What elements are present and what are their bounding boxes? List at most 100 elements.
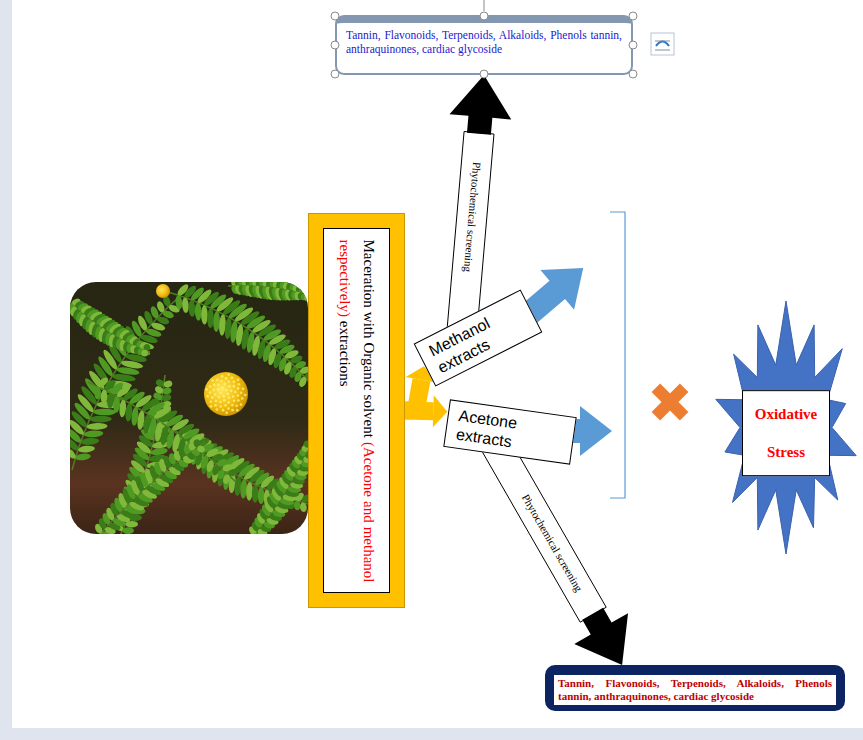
fern-leaflets xyxy=(230,282,308,302)
fern-leaflet xyxy=(134,475,145,492)
fern-leaflet xyxy=(152,391,164,402)
fern-leaflet xyxy=(300,444,308,453)
fern-leaflet xyxy=(277,288,287,302)
fern-leaflet xyxy=(228,473,237,494)
fern-leaflets xyxy=(94,439,206,534)
fern-leaflet xyxy=(140,397,160,414)
fern-leaflet xyxy=(188,442,196,451)
fern-leaflet xyxy=(193,439,201,448)
fern-leaflet xyxy=(293,371,303,383)
fern-leaflet xyxy=(163,380,173,389)
fern-leaflet xyxy=(275,494,282,508)
fern-leaflet xyxy=(135,340,155,351)
fern-leaflet xyxy=(175,435,185,449)
fern-leaflet xyxy=(146,400,166,417)
flower-texture xyxy=(219,405,222,408)
fern-leaflet xyxy=(112,373,136,383)
box-text: Tannin, Flavonoids, Terpenoids, Alkaloid… xyxy=(346,28,622,56)
fern-leaflet xyxy=(122,527,134,534)
fern-leaflet xyxy=(70,445,78,460)
starburst-box: Oxidative Stress xyxy=(712,300,860,555)
fern-leaflet xyxy=(301,286,308,295)
fern-leaflet xyxy=(233,305,255,323)
fern-leaflet xyxy=(218,314,226,336)
fern-leaflet xyxy=(272,483,285,498)
fern-leaflet xyxy=(194,436,211,449)
fern-leaflet xyxy=(294,473,306,481)
fern-leaflet xyxy=(136,494,153,502)
fern-leaflet xyxy=(254,282,266,287)
fern-leaflet xyxy=(269,513,283,522)
fern-leaflet xyxy=(89,310,104,322)
fern-leaflet xyxy=(72,401,92,422)
fern-leaflet xyxy=(226,456,246,473)
fern-leaflet xyxy=(251,335,262,356)
fern-leaflet xyxy=(291,290,299,300)
fern-leaflet xyxy=(94,387,101,400)
fern-leaflet xyxy=(94,523,104,534)
inner-panel: Oxidative Stress xyxy=(742,390,830,476)
fern-leaflet xyxy=(143,415,158,429)
fern-leaflet xyxy=(217,469,226,480)
fern-leaflet xyxy=(182,426,201,441)
fern-leaflet xyxy=(128,390,147,406)
fern-leaflet xyxy=(272,352,283,369)
resize-handle xyxy=(629,12,637,20)
resize-handle xyxy=(331,41,339,49)
fern-leaflets xyxy=(248,439,308,534)
fern-leaflet xyxy=(246,482,253,501)
fern-leaflet xyxy=(216,466,225,487)
screening-arrow xyxy=(447,75,511,332)
fern-leaflet xyxy=(177,437,187,456)
flower-texture xyxy=(214,404,217,407)
fern-leaflet xyxy=(146,409,161,422)
fern-leaflet xyxy=(268,332,288,347)
fern-leaflet xyxy=(211,463,221,483)
fern-leaflet xyxy=(115,338,123,350)
fern-leaflet xyxy=(112,517,127,528)
result-box: Tannin, Flavonoids, Terpenoids, Alkaloid… xyxy=(335,15,633,75)
fern-leaflet xyxy=(94,325,103,340)
fern-leaflet xyxy=(124,504,141,516)
fern-leaflet xyxy=(202,290,221,308)
fern-leaflet xyxy=(152,440,170,449)
fern-leaflet xyxy=(83,430,103,438)
fern-leaflet xyxy=(240,282,251,287)
fern-leaflet xyxy=(145,327,162,338)
fern-leaflet xyxy=(284,289,293,301)
fern-leaflet xyxy=(234,282,244,287)
fern-leaflet xyxy=(281,282,293,291)
fern-fronds xyxy=(70,282,308,534)
fern-leaflet xyxy=(83,376,103,399)
fern-leaflet xyxy=(75,453,91,461)
arrow-shaft xyxy=(447,132,494,332)
fern-leaflet xyxy=(299,502,307,513)
fern-leaflet xyxy=(288,282,299,292)
fern-leaflet xyxy=(121,488,133,505)
fern-leaflet xyxy=(131,406,140,426)
flower-texture xyxy=(238,383,241,386)
fern-leaflet xyxy=(152,404,172,421)
fern-leaflet xyxy=(70,303,75,314)
fern-leaflet xyxy=(98,316,113,329)
fern-leaflet xyxy=(213,311,220,332)
flower-texture xyxy=(225,389,228,392)
flower-texture xyxy=(231,377,234,380)
fern-leaflet xyxy=(261,282,274,288)
fern-leaflet xyxy=(108,334,116,348)
flower-texture xyxy=(240,403,243,406)
fern-leaflet xyxy=(124,325,139,345)
fern-leaflet xyxy=(190,448,200,466)
fern-leaflet xyxy=(298,447,308,457)
fern-leaflet xyxy=(148,454,166,463)
fern-leaflet xyxy=(272,509,286,518)
icon-line xyxy=(655,41,670,42)
fern-leaflet xyxy=(104,526,117,534)
fern-leaflet xyxy=(260,503,272,517)
flower-texture xyxy=(233,385,236,388)
fern-leaflet xyxy=(221,463,233,473)
fern-leaflet xyxy=(274,287,284,301)
fern-leaflet xyxy=(111,324,125,337)
fern-leaflet xyxy=(123,342,130,353)
fern-leaflet xyxy=(97,517,108,530)
